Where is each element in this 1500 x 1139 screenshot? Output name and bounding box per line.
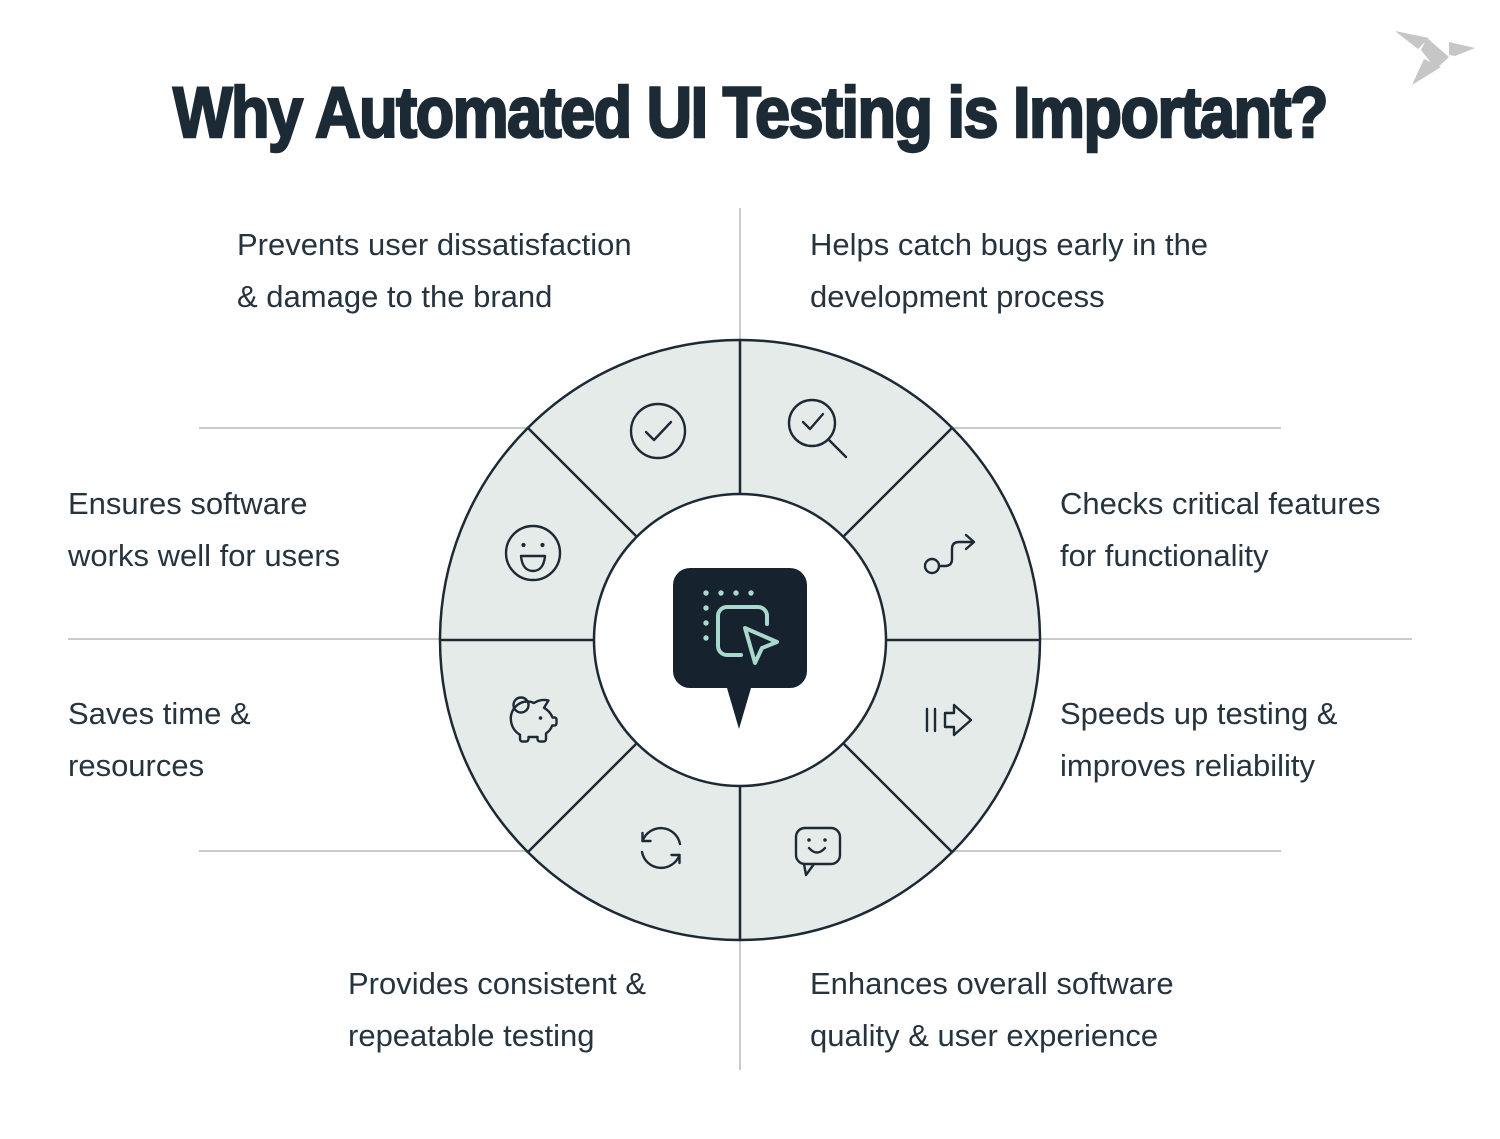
segment-dividers: [440, 340, 1040, 940]
center-speech-bubble: [673, 568, 807, 729]
page-title-text: Why Automated UI Testing is Important?: [172, 72, 1330, 154]
route-arrow-icon: [923, 533, 976, 575]
benefit-line: for functionality: [1060, 538, 1269, 573]
page-title: Why Automated UI Testing is Important?: [0, 72, 1500, 154]
benefit-label-left-upper: Ensures software works well for users: [68, 478, 340, 582]
smiley-face-icon: [504, 524, 562, 582]
origami-bird-logo: [1395, 31, 1475, 85]
search-check-icon: [787, 398, 848, 459]
benefit-line: development process: [810, 279, 1105, 314]
benefit-line: works well for users: [68, 538, 341, 573]
benefit-label-top-left: Prevents user dissatisfaction & damage t…: [237, 219, 632, 323]
piggy-bank-icon: [509, 696, 558, 743]
benefit-line: Ensures software: [68, 486, 308, 521]
benefit-label-bottom-left: Provides consistent & repeatable testing: [348, 958, 646, 1062]
benefit-line: quality & user experience: [810, 1018, 1159, 1053]
benefit-line: Enhances overall software: [810, 966, 1174, 1001]
benefit-line: improves reliability: [1060, 748, 1315, 783]
benefit-line: Checks critical features: [1060, 486, 1381, 521]
benefit-line: resources: [68, 748, 205, 783]
fast-forward-icon: [925, 703, 973, 737]
benefit-label-right-upper: Checks critical features for functionali…: [1060, 478, 1380, 582]
benefit-line: repeatable testing: [348, 1018, 595, 1053]
message-smile-icon: [794, 826, 842, 877]
refresh-arrows-icon: [640, 826, 682, 870]
benefit-label-bottom-right: Enhances overall software quality & user…: [810, 958, 1174, 1062]
benefit-label-top-right: Helps catch bugs early in the developmen…: [810, 219, 1208, 323]
benefit-line: Prevents user dissatisfaction: [237, 227, 632, 262]
cursor-click-icon: [703, 590, 779, 665]
benefit-line: & damage to the brand: [237, 279, 553, 314]
connector-lines: [68, 208, 1412, 1070]
benefit-line: Provides consistent &: [348, 966, 647, 1001]
benefit-line: Helps catch bugs early in the: [810, 227, 1209, 262]
benefit-label-right-lower: Speeds up testing & improves reliability: [1060, 688, 1337, 792]
benefit-line: Speeds up testing &: [1060, 696, 1338, 731]
check-circle-icon: [629, 402, 687, 460]
benefit-label-left-lower: Saves time & resources: [68, 688, 251, 792]
benefit-line: Saves time &: [68, 696, 251, 731]
